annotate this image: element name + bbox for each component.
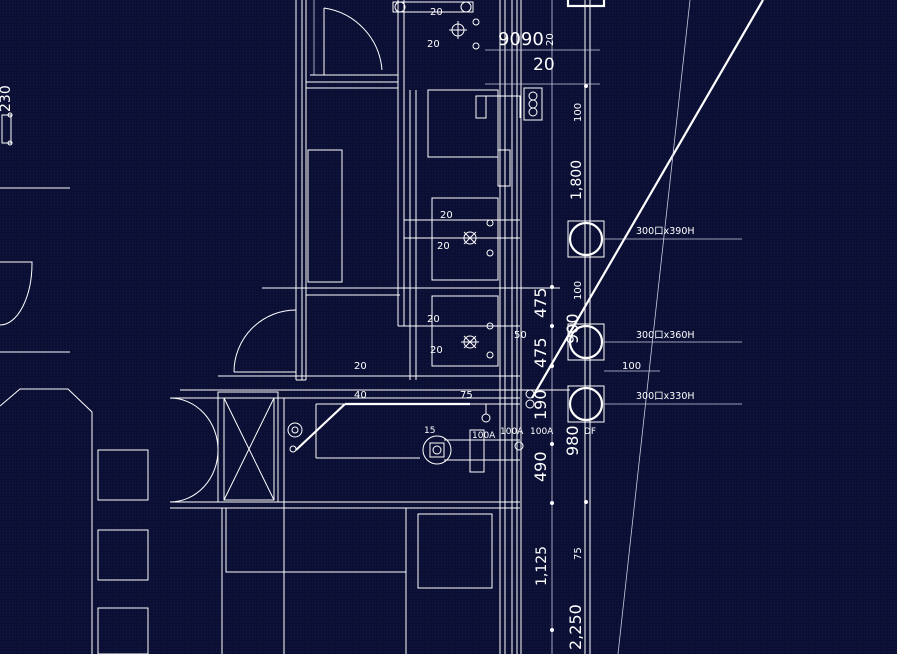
duct-1 xyxy=(567,220,742,258)
duct-size-label: 300口x360H xyxy=(636,330,695,341)
dim-label: 475 xyxy=(531,287,550,318)
dim-label: 20 xyxy=(427,314,440,325)
sprinkler-symbols xyxy=(404,18,520,367)
dim-label: 20 xyxy=(354,361,367,372)
upper-room xyxy=(310,7,521,187)
dim-label: 20 xyxy=(440,210,453,221)
dim-label: 100 xyxy=(622,361,641,372)
duct-size-label: 300口x330H xyxy=(636,391,695,402)
dim-label: 980 xyxy=(563,425,582,456)
duct-3 xyxy=(567,385,742,423)
dim-label: 100 xyxy=(573,103,584,122)
ducts xyxy=(566,0,742,423)
pipe-label: 100A xyxy=(500,427,524,437)
dim-label: 20 xyxy=(545,33,556,46)
dimension-labels: 20 20 9090 20 20 20 20 20 20 40 75 50 10… xyxy=(0,7,641,650)
sprinkler-head-icon xyxy=(461,335,479,349)
dim-label: 900 xyxy=(563,313,582,344)
dim-label: 20 xyxy=(533,55,555,75)
dim-label: 20 xyxy=(437,241,450,252)
dim-label: 2,250 xyxy=(566,604,585,650)
dim-label: 40 xyxy=(354,390,367,401)
dim-label: 1,800 xyxy=(569,160,585,200)
dim-label: 20 xyxy=(430,345,443,356)
diagonal-lines xyxy=(531,0,764,654)
dim-label: 230 xyxy=(0,85,14,112)
pipe-label: 15 xyxy=(424,426,435,436)
pipe-label: 100A xyxy=(472,431,496,441)
dim-label: 75 xyxy=(573,547,584,560)
dim-label: 9090 xyxy=(498,29,544,50)
dimension-ticks xyxy=(550,84,588,632)
dim-label: 490 xyxy=(531,451,550,482)
dim-label: 75 xyxy=(460,390,473,401)
dim-label: 20 xyxy=(427,39,440,50)
lower-rooms xyxy=(169,309,520,654)
pipe-label: 100A xyxy=(530,427,554,437)
dim-label: 20 xyxy=(430,7,443,18)
duct-2 xyxy=(567,323,742,361)
dim-label: 190 xyxy=(531,389,550,420)
duct-labels: 300口x390H 300口x360H 300口x330H xyxy=(636,226,695,402)
dim-label: 100 xyxy=(573,281,584,300)
dim-label: 50 xyxy=(514,330,527,341)
duct-size-label: 300口x390H xyxy=(636,226,695,237)
dim-label: 1,125 xyxy=(534,546,550,586)
dim-label: 475 xyxy=(531,337,550,368)
sprinkler-head-icon xyxy=(449,21,467,39)
pipe-labels: 15 100A 100A 100A DF xyxy=(424,426,596,441)
left-walls xyxy=(0,112,149,654)
pipe-label: DF xyxy=(584,427,596,437)
vertical-walls xyxy=(262,0,600,654)
